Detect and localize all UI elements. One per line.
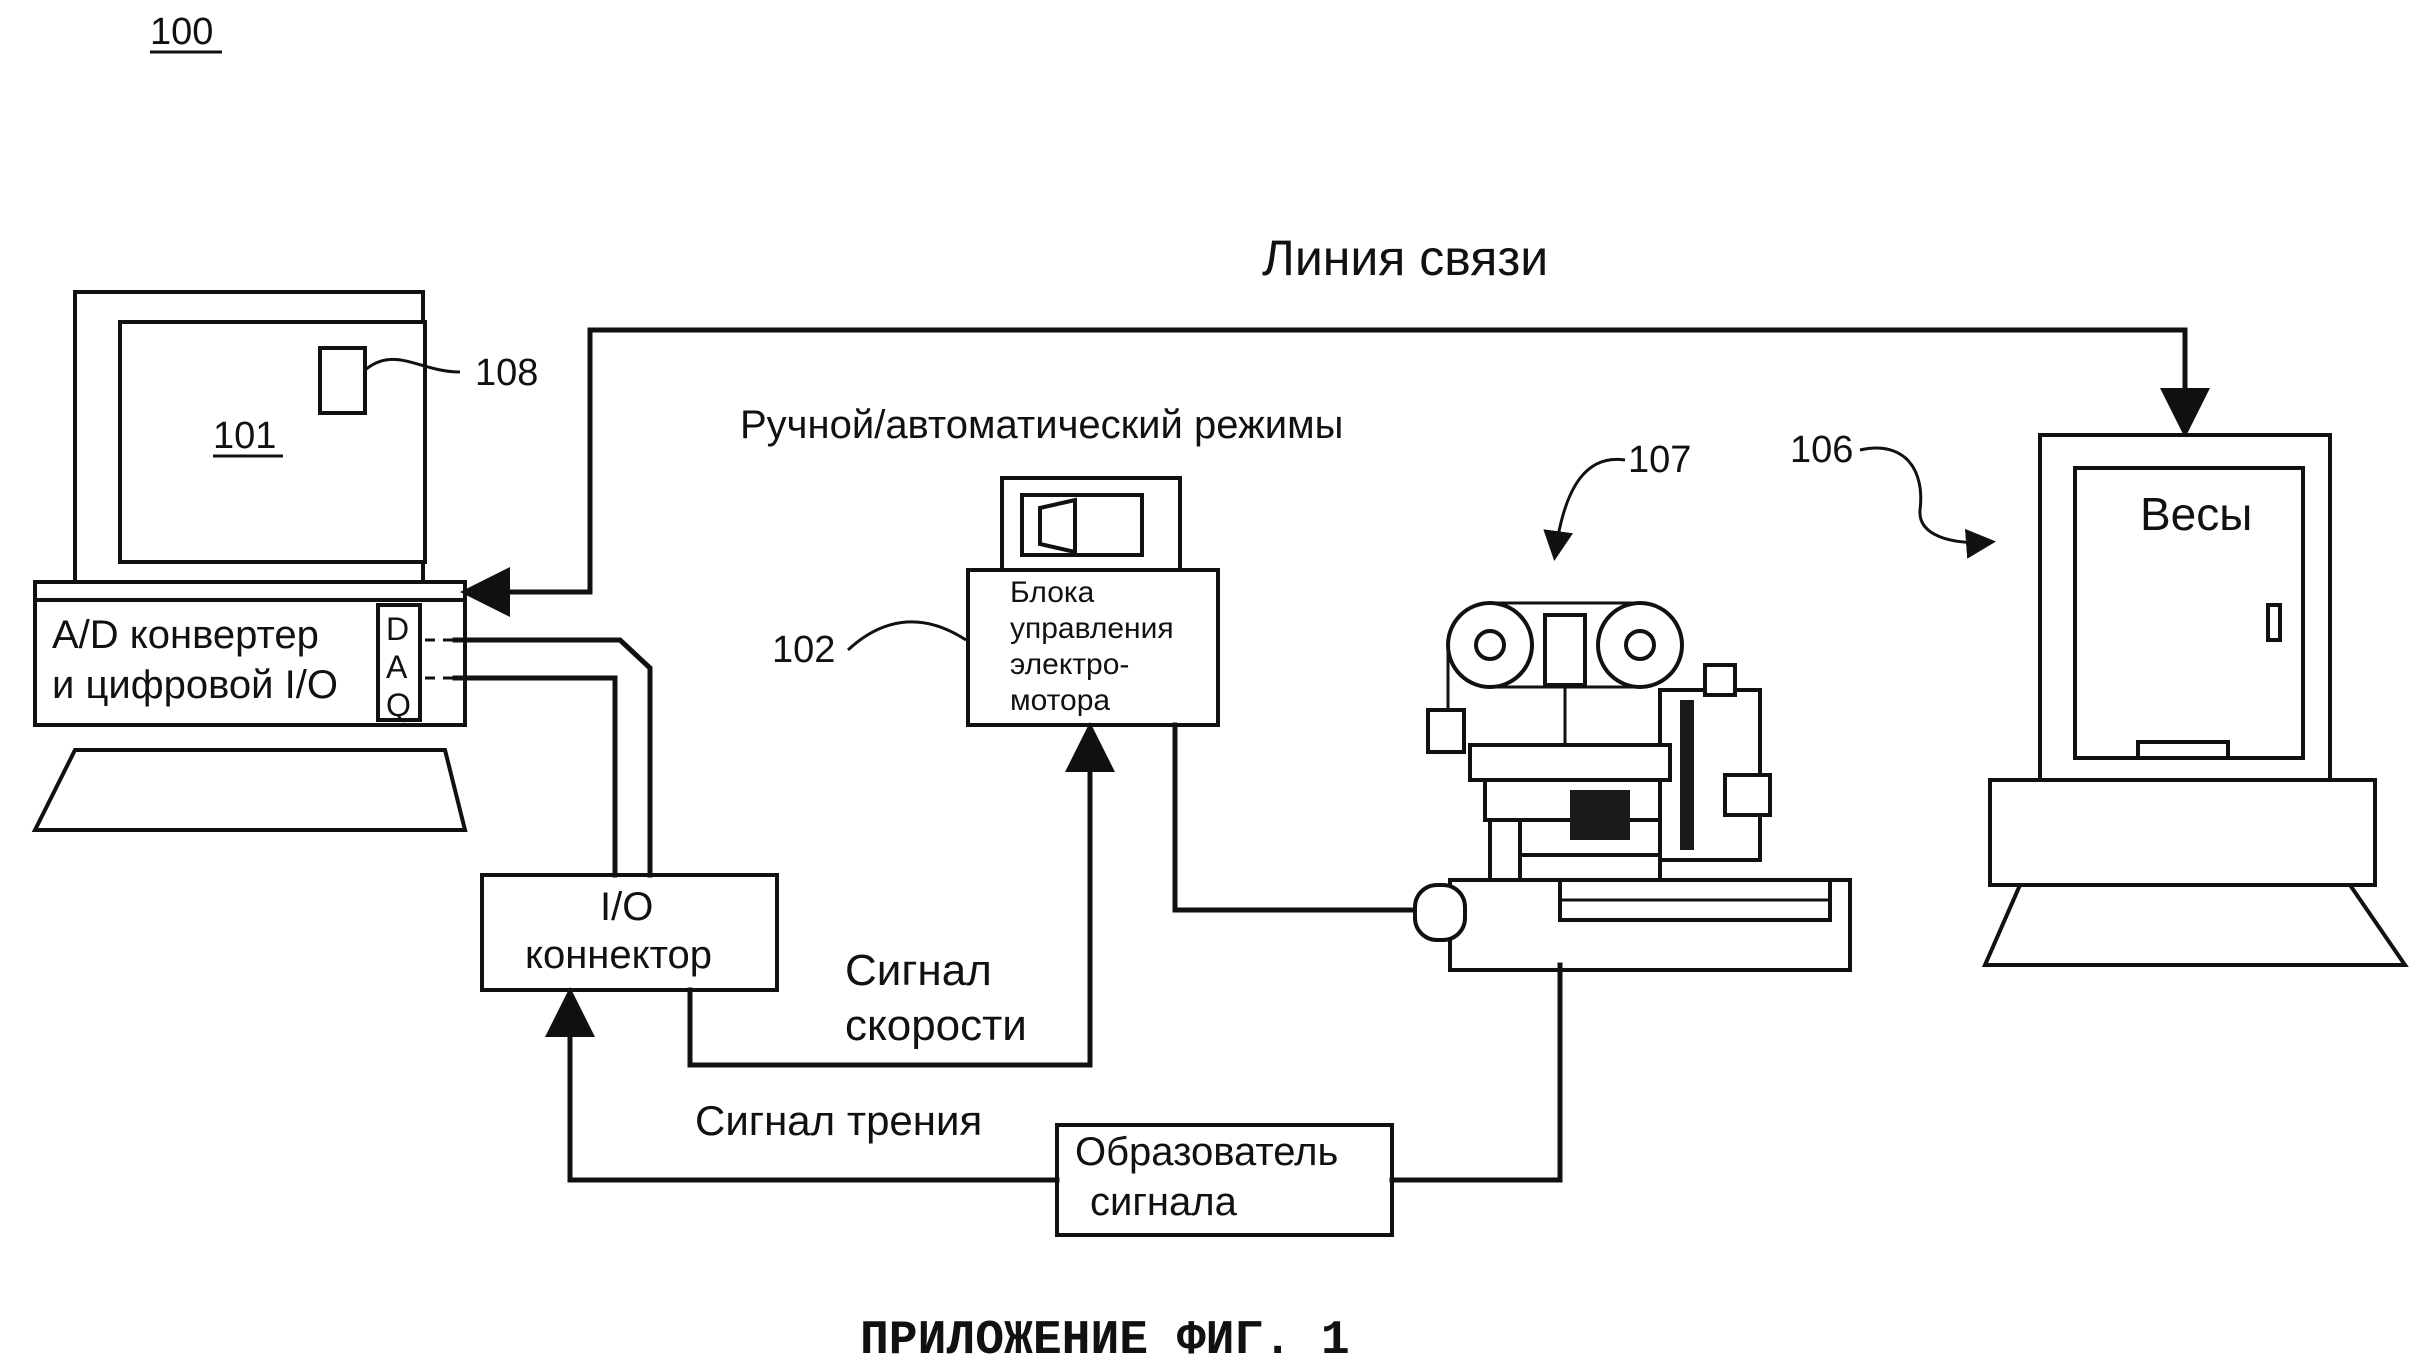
friction-tester: 107 [1413, 439, 1852, 972]
tester-signal-line [1389, 962, 1563, 1183]
side-knob [1723, 773, 1772, 817]
leader-108 [364, 358, 461, 374]
comm-line-to-computer [460, 327, 2188, 617]
scale: Весы [1981, 433, 2409, 967]
figure-ref: 100 [150, 11, 213, 53]
daq-cable-b [452, 675, 618, 878]
tester-ref: 107 [1628, 439, 1691, 481]
leader-107 [1543, 457, 1626, 561]
scale-ref: 106 [1790, 429, 1853, 471]
figure-caption: ПРИЛОЖЕНИЕ ФИГ. 1 [860, 1314, 1350, 1360]
scale-door [2073, 466, 2305, 760]
door-handle [2266, 603, 2282, 642]
motor-drive-line [1172, 722, 1418, 913]
signal-conditioner-box [1055, 1123, 1394, 1237]
daq-cable-a [452, 637, 653, 878]
mode-switch-lever [1038, 497, 1077, 555]
hanging-weight [1426, 708, 1466, 754]
signal-conditioner-line1: Образователь [1075, 1130, 1338, 1174]
io-connector-line1: I/O [600, 885, 653, 929]
daq-card [376, 603, 422, 722]
motor-control-line4: мотора [1010, 684, 1110, 717]
belt-clamp [1543, 613, 1587, 687]
window-ref: 108 [475, 352, 538, 394]
motor-control-line2: управления [1010, 612, 1174, 645]
screen-ref: 101 [213, 415, 276, 457]
mode-label: Ручной/автоматический режимы [740, 403, 1343, 447]
monitor-screen [118, 320, 427, 564]
app-window-icon [318, 346, 367, 415]
carriage-top [1468, 743, 1672, 782]
friction-signal-label: Сигнал трения [695, 1097, 982, 1144]
leader-102 [846, 620, 967, 652]
computer: 101 108 A/D конвертер и цифровой I/O D A… [31, 290, 538, 832]
left-pulley-hub [1474, 629, 1506, 661]
weighing-pan [2136, 740, 2230, 760]
speed-signal-line [687, 722, 1115, 1068]
motor-control-ref: 102 [772, 629, 835, 671]
signal-conditioner-line2: сигнала [1090, 1180, 1238, 1224]
motor-control-box [966, 568, 1220, 727]
drive-motor [1413, 883, 1467, 942]
speed-signal-line1: Сигнал [845, 946, 992, 995]
daq-letter-q: Q [386, 687, 411, 723]
adc-label-line2: и цифровой I/O [52, 663, 338, 707]
keyboard [31, 748, 468, 832]
monitor-base [33, 580, 467, 602]
friction-signal-line [545, 987, 1060, 1183]
column-cap [1703, 663, 1737, 697]
daq-letter-d: D [386, 611, 409, 647]
column-shading [1680, 700, 1694, 850]
motor-control-line3: электро- [1010, 648, 1129, 681]
daq-letter-a: A [386, 649, 408, 685]
leader-106 [1859, 446, 1996, 559]
io-connector-box [480, 873, 779, 992]
cross-beam [1518, 853, 1662, 882]
io-connector-line2: коннектор [525, 933, 712, 977]
scale-base [1988, 778, 2377, 887]
adc-label-line1: A/D конвертер [52, 613, 319, 657]
scale-label: Весы [2140, 488, 2252, 540]
right-pulley-hub [1624, 629, 1656, 661]
scale-platform [1981, 883, 2409, 967]
communication-line-label: Линия связи [1262, 230, 1548, 286]
carriage-block [1570, 790, 1630, 840]
motor-control-line1: Блока [1010, 576, 1095, 609]
speed-signal-line2: скорости [845, 1001, 1027, 1050]
